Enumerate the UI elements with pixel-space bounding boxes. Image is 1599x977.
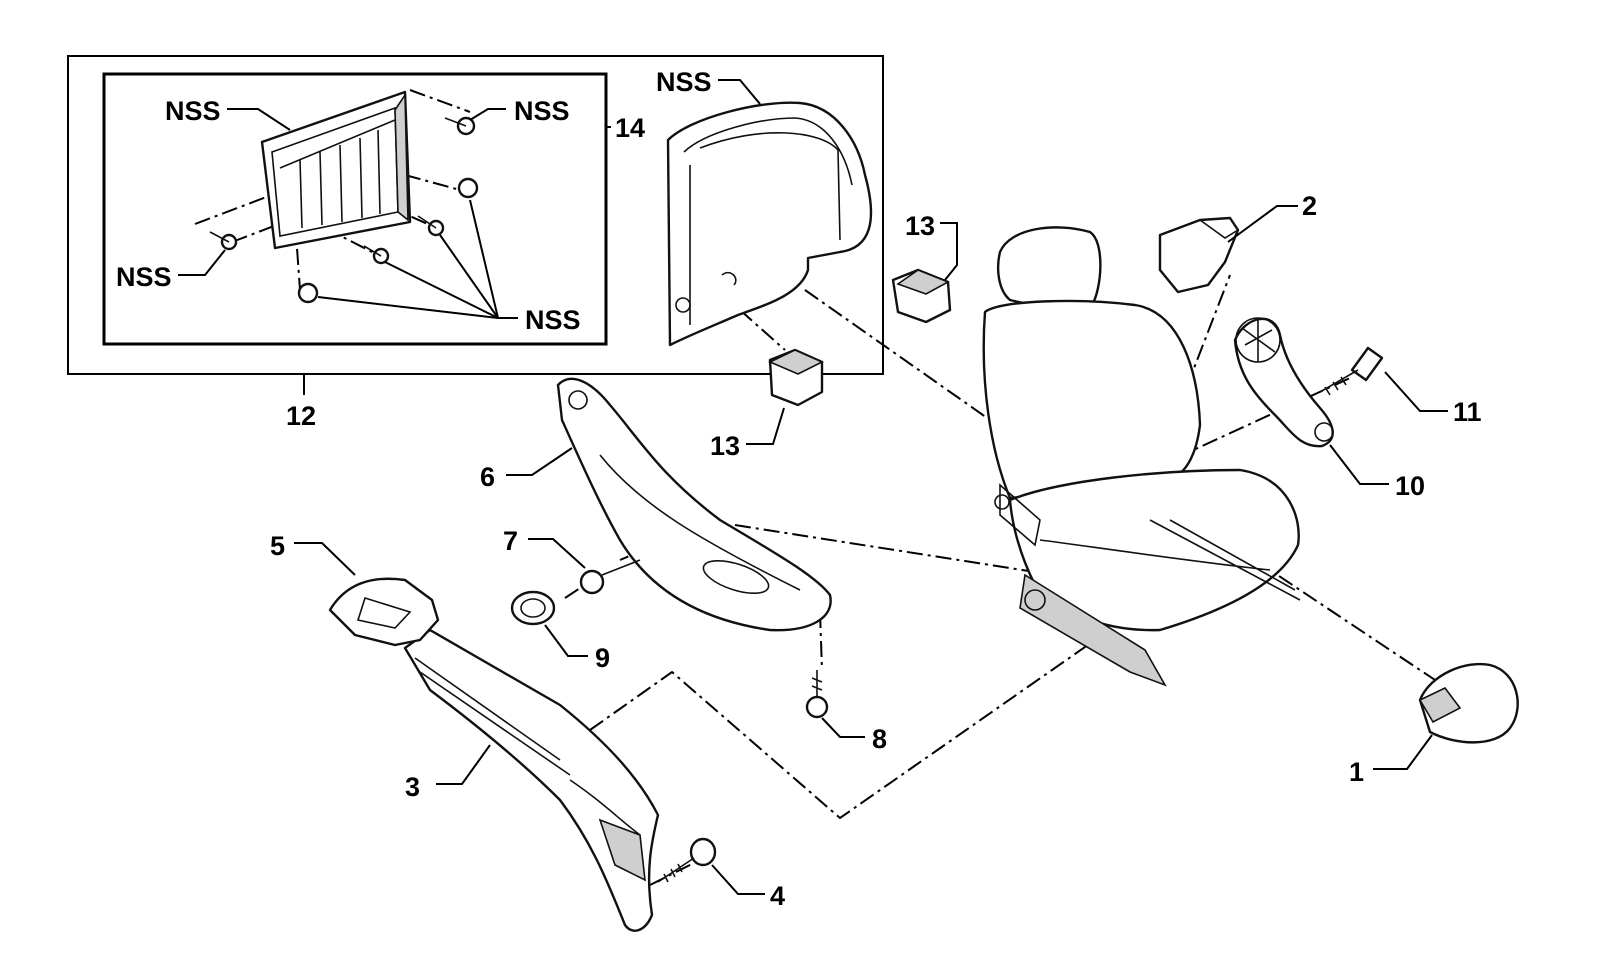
callout-8: 8 — [872, 724, 887, 754]
callout-nss-pocket-top: NSS — [165, 96, 221, 126]
part-7-screw — [579, 559, 641, 595]
callout-9: 9 — [595, 643, 610, 673]
callout-14: 14 — [615, 113, 645, 143]
part-9-plug — [510, 590, 556, 626]
part-10-recliner-bracket — [1233, 317, 1334, 448]
callout-1: 1 — [1349, 757, 1364, 787]
callout-5: 5 — [270, 531, 285, 561]
seat-assembly — [982, 226, 1301, 687]
callout-labels: 1 2 3 4 5 6 7 8 9 10 11 12 13 13 14 NSS … — [116, 67, 1482, 911]
kit-14-frame — [102, 72, 608, 346]
callout-nss-panel-top: NSS — [656, 67, 712, 97]
kit-12-frame — [67, 55, 884, 375]
callout-10: 10 — [1395, 471, 1425, 501]
callout-6: 6 — [480, 462, 495, 492]
callout-12: 12 — [286, 401, 316, 431]
part-6-side-trim — [556, 377, 832, 632]
callout-11: 11 — [1453, 397, 1482, 427]
part-3-front-trim — [403, 628, 660, 932]
leader-lines — [178, 79, 1448, 895]
callout-nss-screw-right: NSS — [514, 96, 570, 126]
callout-nss-screw-left: NSS — [116, 262, 172, 292]
callout-3: 3 — [405, 772, 420, 802]
callout-13-lower: 13 — [710, 431, 740, 461]
part-14-pocket-panel — [260, 90, 412, 250]
part-4-screw — [657, 837, 717, 883]
part-2-upper-cover — [1158, 216, 1240, 294]
callout-7: 7 — [503, 526, 518, 556]
callout-13-upper: 13 — [905, 211, 935, 241]
part-13-clips — [768, 268, 952, 407]
part-12-back-panel — [666, 101, 873, 347]
callout-4: 4 — [770, 881, 785, 911]
part-5-end-cap — [328, 577, 440, 647]
callout-nss-fasteners: NSS — [525, 305, 581, 335]
nss-fasteners — [209, 116, 479, 304]
part-8-screw — [805, 670, 829, 719]
callout-2: 2 — [1302, 191, 1317, 221]
part-1-lower-cover — [1418, 662, 1519, 744]
part-11-bolt — [1319, 346, 1384, 396]
